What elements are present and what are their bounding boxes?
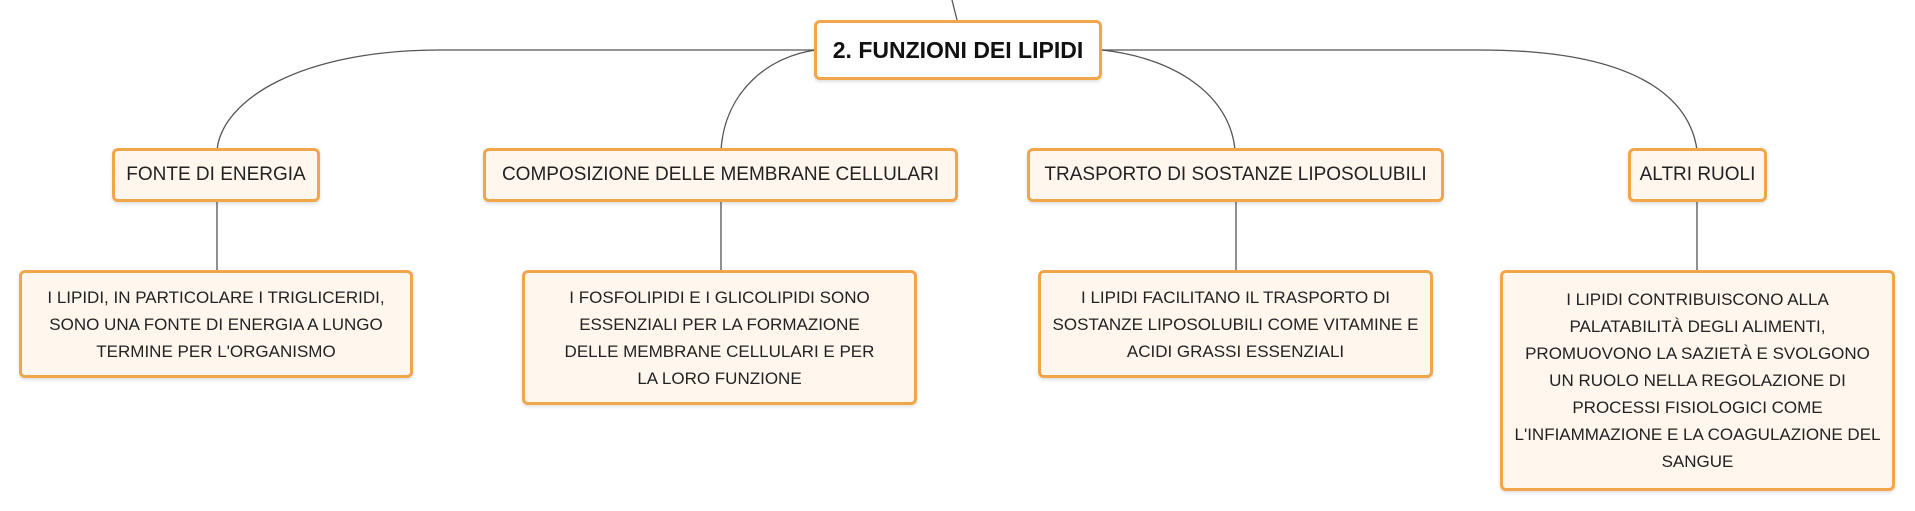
topic-label: FONTE DI ENERGIA [126,164,306,185]
connector-root-to-trasporto [1101,49,1236,151]
detail-text: I LIPIDI FACILITANO IL TRASPORTO DI SOST… [1052,287,1419,361]
topic-label: TRASPORTO DI SOSTANZE LIPOSOLUBILI [1044,164,1427,185]
connector-root-to-composizione [720,49,817,151]
detail-composizione-membrane[interactable]: I FOSFOLIPIDI E I GLICOLIPIDI SONO ESSEN… [522,270,917,405]
topic-altri-ruoli[interactable]: ALTRI RUOLI [1628,148,1767,202]
topic-trasporto-sostanze[interactable]: TRASPORTO DI SOSTANZE LIPOSOLUBILI [1027,148,1444,202]
connector-parent-to-root [951,0,958,21]
detail-trasporto-sostanze[interactable]: I LIPIDI FACILITANO IL TRASPORTO DI SOST… [1038,270,1433,378]
topic-label: COMPOSIZIONE DELLE MEMBRANE CELLULARI [501,164,940,185]
detail-text: I LIPIDI CONTRIBUISCONO ALLA PALATABILIT… [1514,290,1881,471]
topic-label: ALTRI RUOLI [1639,164,1756,185]
topic-composizione-membrane[interactable]: COMPOSIZIONE DELLE MEMBRANE CELLULARI [483,148,958,202]
connector-root-to-fonte-di-energia [216,49,816,151]
root-label: 2. FUNZIONI DEI LIPIDI [832,36,1084,63]
detail-text: I LIPIDI, IN PARTICOLARE I TRIGLICERIDI,… [47,287,385,361]
root-node[interactable]: 2. FUNZIONI DEI LIPIDI [814,20,1102,80]
detail-fonte-di-energia[interactable]: I LIPIDI, IN PARTICOLARE I TRIGLICERIDI,… [19,270,413,378]
detail-altri-ruoli[interactable]: I LIPIDI CONTRIBUISCONO ALLA PALATABILIT… [1500,270,1895,491]
connector-root-to-altri-ruoli [1102,49,1698,151]
detail-text: I FOSFOLIPIDI E I GLICOLIPIDI SONO ESSEN… [564,287,875,388]
topic-fonte-di-energia[interactable]: FONTE DI ENERGIA [112,148,320,202]
